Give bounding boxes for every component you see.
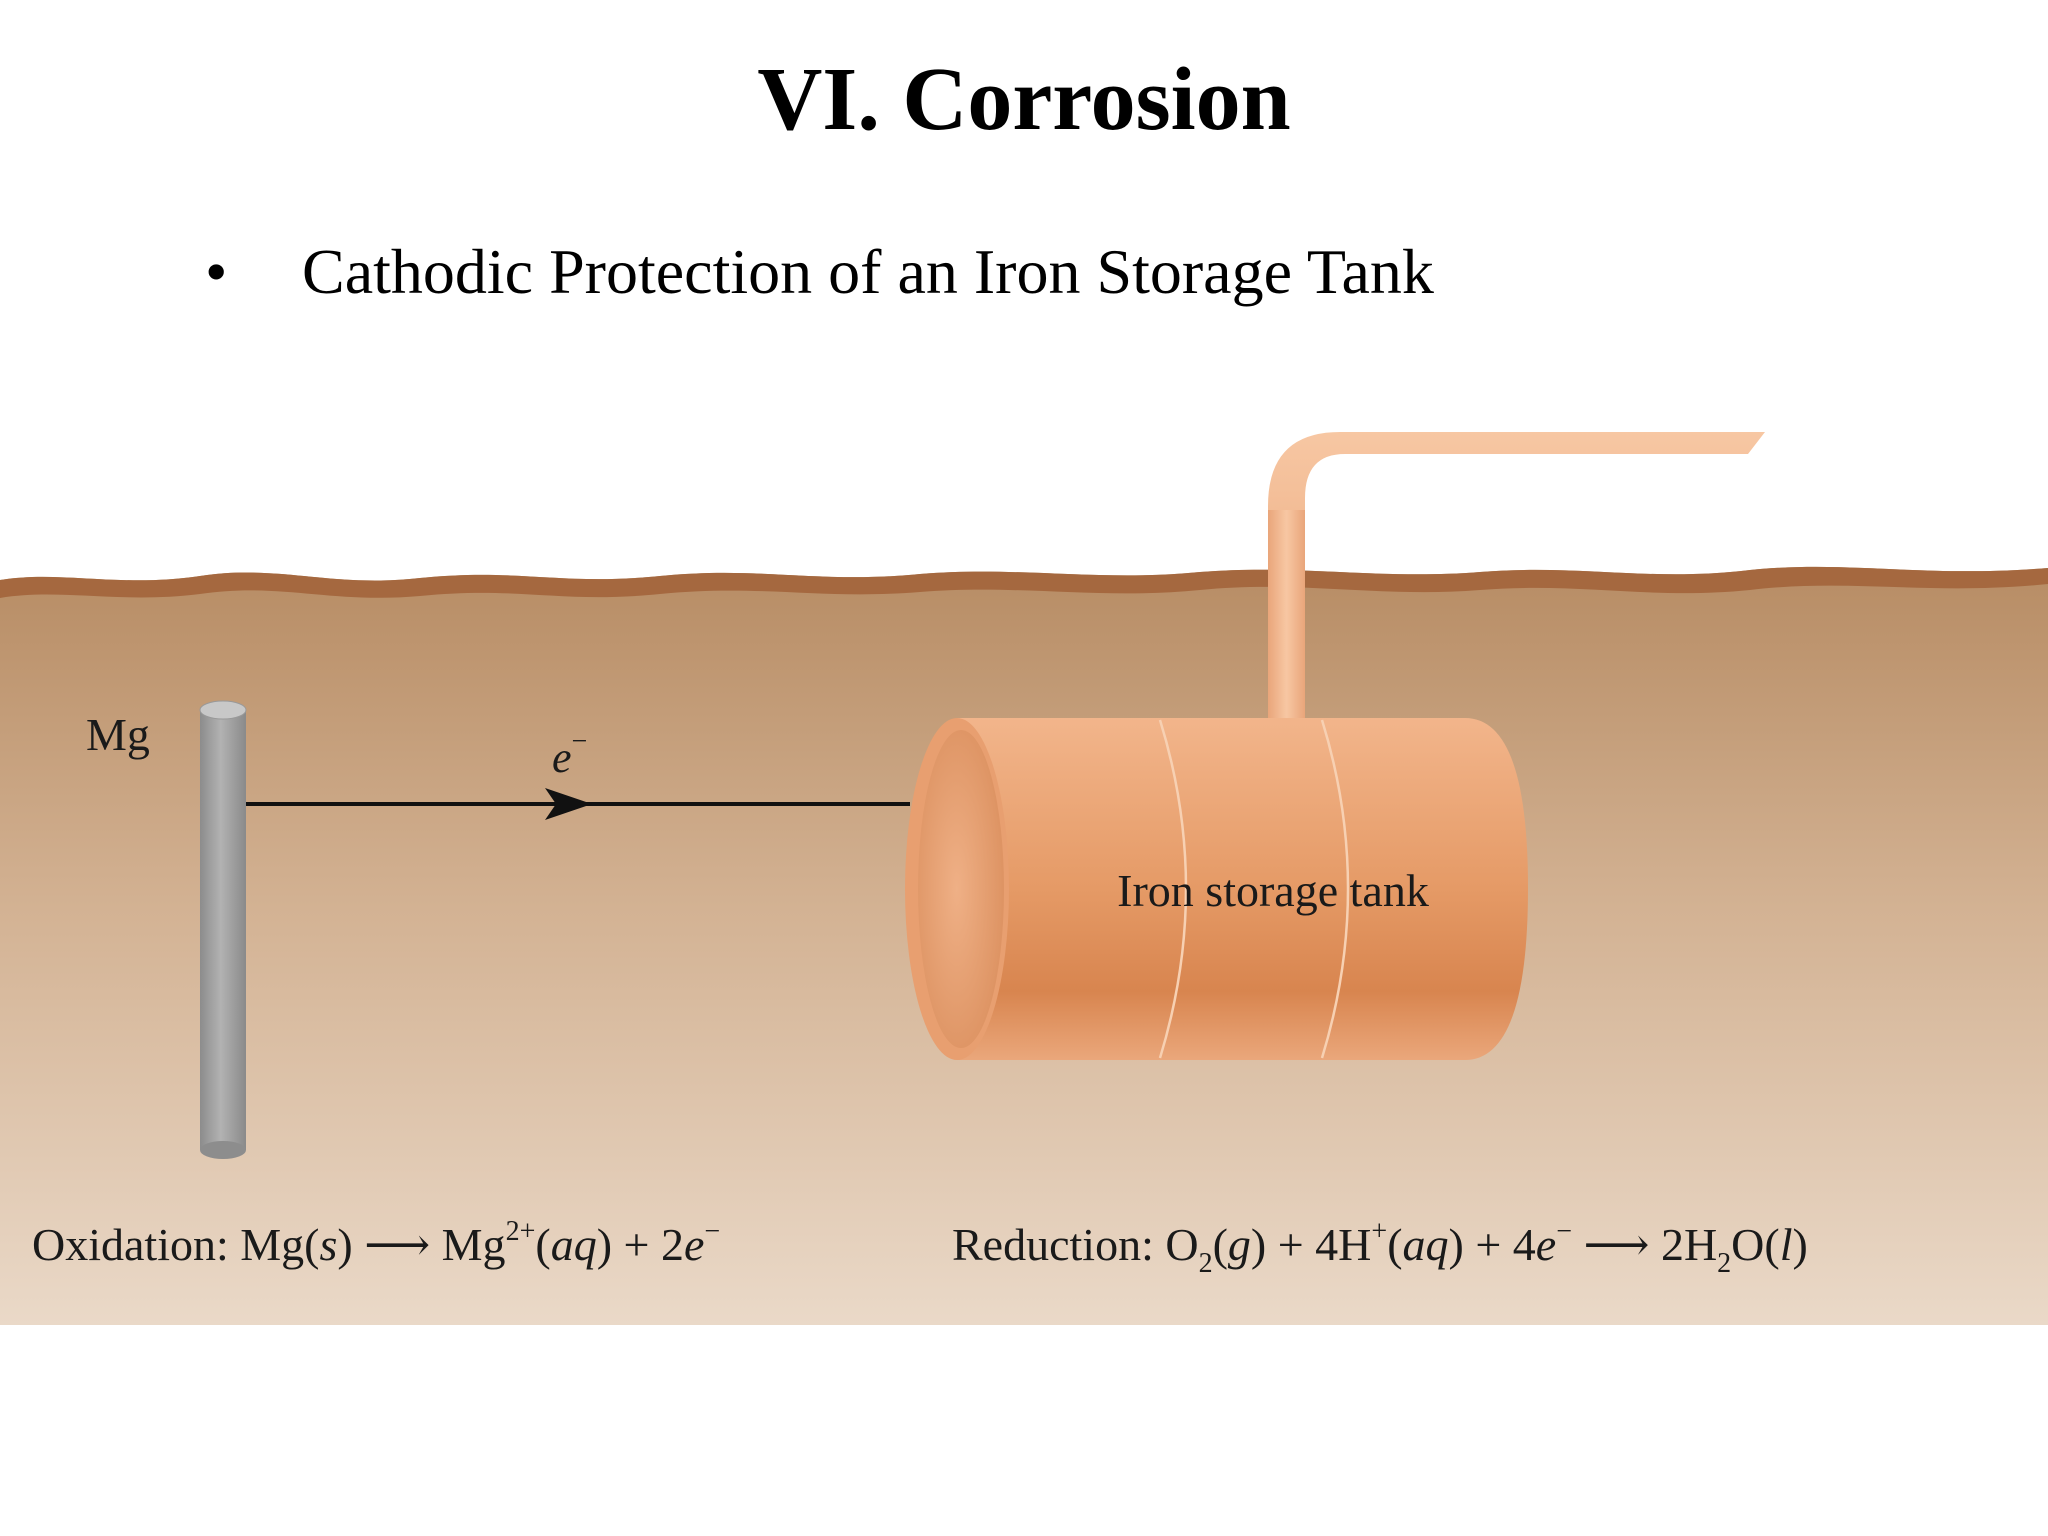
iron-storage-tank (905, 718, 1528, 1060)
bullet-dot: • (205, 236, 228, 307)
reduction-equation: Reduction: O2(g) + 4H+(aq) + 4e− ⟶ 2H2O(… (952, 1216, 1808, 1279)
ground-surface (0, 566, 2048, 598)
bullet-text: Cathodic Protection of an Iron Storage T… (302, 236, 1434, 307)
tank-label: Iron storage tank (1117, 865, 1429, 916)
electron-label: e− (552, 726, 587, 782)
cathodic-protection-diagram: Mg e− Iron storage tank Oxidation: Mg(s)… (0, 420, 2048, 1325)
slide-title: VI. Corrosion (757, 50, 1291, 149)
electron-flow-arrow (545, 788, 592, 820)
diagram-svg: Mg e− Iron storage tank Oxidation: Mg(s)… (0, 432, 2048, 1325)
mg-anode-rod (199, 700, 247, 1159)
bullet-item: • Cathodic Protection of an Iron Storage … (205, 235, 1434, 309)
oxidation-equation: Oxidation: Mg(s) ⟶ Mg2+(aq) + 2e− (32, 1216, 720, 1270)
mg-label: Mg (86, 709, 150, 760)
